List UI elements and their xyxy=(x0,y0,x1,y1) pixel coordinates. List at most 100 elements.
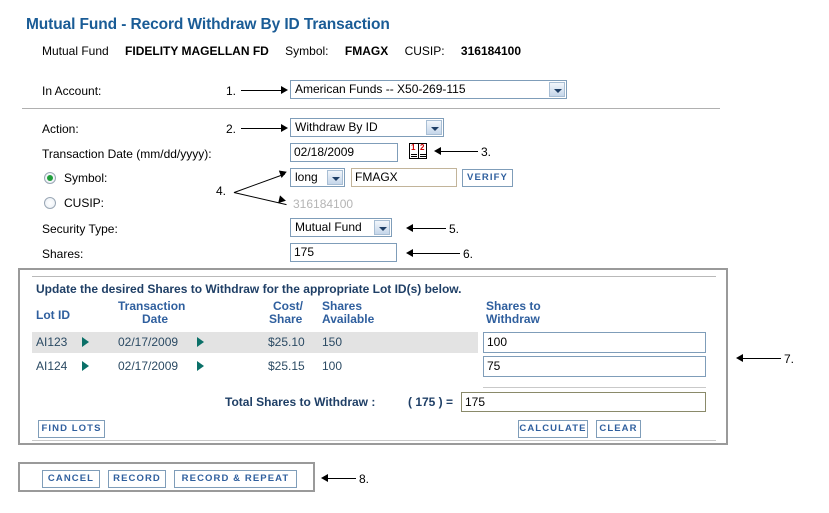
annotation-6-label: 6. xyxy=(463,247,474,261)
annotation-1-label: 1. xyxy=(226,84,237,98)
position-type-value: long xyxy=(295,170,318,184)
position-type-select[interactable]: long xyxy=(290,168,345,187)
col-header-cost-share-1: Cost/ xyxy=(273,299,303,313)
security-type-select[interactable]: Mutual Fund xyxy=(290,218,392,237)
panel-bottom-divider xyxy=(32,440,716,441)
transaction-date-input[interactable]: 02/18/2009 xyxy=(290,143,398,162)
annotation-4-label: 4. xyxy=(216,184,227,198)
table-row: AI124 xyxy=(36,359,68,373)
chevron-down-icon[interactable] xyxy=(426,120,442,135)
col-header-transaction-date-2: Date xyxy=(142,312,169,326)
symbol-radio[interactable] xyxy=(44,172,56,184)
cusip-radio[interactable] xyxy=(44,197,56,209)
col-header-shares-available-2: Available xyxy=(322,312,375,326)
annotation-3-arrowhead xyxy=(434,147,441,155)
col-header-shares-to-withdraw-2: Withdraw xyxy=(486,312,540,326)
table-row: 02/17/2009 xyxy=(118,335,179,349)
account-select-value: American Funds -- X50-269-115 xyxy=(295,82,466,96)
security-type-label: Security Type: xyxy=(42,222,118,236)
fund-summary-line: Mutual Fund FIDELITY MAGELLAN FD Symbol:… xyxy=(42,44,521,58)
table-row: $25.15 xyxy=(268,359,305,373)
annotation-7-line xyxy=(743,358,781,359)
find-lots-button[interactable]: FIND LOTS xyxy=(38,420,105,438)
annotation-2-line xyxy=(241,128,282,129)
annotation-6-arrowhead xyxy=(406,249,413,257)
account-select[interactable]: American Funds -- X50-269-115 xyxy=(290,80,567,99)
action-select[interactable]: Withdraw By ID xyxy=(290,118,444,137)
annotation-5-line xyxy=(413,228,446,229)
annotation-6-line xyxy=(413,253,460,254)
lot-panel-instruction: Update the desired Shares to Withdraw fo… xyxy=(36,282,462,296)
transaction-date-label: Transaction Date (mm/dd/yyyy): xyxy=(42,147,212,161)
cusip-value: 316184100 xyxy=(460,44,521,58)
annotation-7-label: 7. xyxy=(784,352,795,366)
col-header-transaction-date-1: Transaction xyxy=(118,299,186,313)
annotation-3-line xyxy=(441,151,478,152)
calendar-digit-left: 1 xyxy=(411,143,416,152)
total-shares-input[interactable]: 175 xyxy=(461,392,706,412)
section-divider-1 xyxy=(22,108,720,109)
symbol-value: FMAGX xyxy=(344,44,389,58)
symbol-input[interactable]: FMAGX xyxy=(351,168,457,187)
annotation-2-arrowhead xyxy=(281,124,288,132)
table-row: 02/17/2009 xyxy=(118,359,179,373)
annotation-4-line-upper xyxy=(234,173,286,193)
annotation-8-arrowhead xyxy=(321,474,328,482)
calendar-icon[interactable]: 1 2 xyxy=(409,143,427,159)
annotation-3-label: 3. xyxy=(481,145,492,159)
table-row: $25.10 xyxy=(268,335,305,349)
table-row: AI123 xyxy=(36,335,68,349)
page-title: Mutual Fund - Record Withdraw By ID Tran… xyxy=(26,16,390,33)
annotation-8-line xyxy=(328,478,356,479)
col-header-lot-id: Lot ID xyxy=(36,308,70,322)
panel-top-divider xyxy=(32,276,716,277)
cancel-button[interactable]: CANCEL xyxy=(42,470,100,488)
annotation-7-arrowhead xyxy=(736,354,743,362)
action-select-value: Withdraw By ID xyxy=(295,120,378,134)
annotation-4-arrowhead-upper xyxy=(278,168,289,178)
fund-label: Mutual Fund xyxy=(42,44,109,58)
annotation-1-arrowhead xyxy=(281,86,288,94)
in-account-label: In Account: xyxy=(42,84,102,98)
cusip-label: CUSIP: xyxy=(404,44,445,58)
symbol-label: Symbol: xyxy=(285,44,329,58)
col-header-shares-to-withdraw-1: Shares to xyxy=(486,299,541,313)
record-button[interactable]: RECORD xyxy=(108,470,166,488)
record-and-repeat-button[interactable]: RECORD & REPEAT xyxy=(174,470,297,488)
chevron-down-icon[interactable] xyxy=(549,82,565,97)
fund-name: FIDELITY MAGELLAN FD xyxy=(125,44,269,58)
lot-panel: Update the desired Shares to Withdraw fo… xyxy=(18,268,728,445)
expand-triangle-icon[interactable] xyxy=(82,337,89,347)
calculate-button[interactable]: CALCULATE xyxy=(518,420,588,438)
security-type-value: Mutual Fund xyxy=(295,220,362,234)
expand-triangle-icon[interactable] xyxy=(197,337,204,347)
total-separator xyxy=(483,387,706,388)
chevron-down-icon[interactable] xyxy=(327,170,343,185)
shares-label: Shares: xyxy=(42,247,84,261)
calendar-digit-right: 2 xyxy=(420,143,425,152)
action-bar: CANCEL RECORD RECORD & REPEAT xyxy=(18,462,315,492)
verify-button[interactable]: VERIFY xyxy=(462,169,513,187)
shares-to-withdraw-input[interactable]: 75 xyxy=(483,356,706,377)
annotation-8-label: 8. xyxy=(359,472,370,486)
expand-triangle-icon[interactable] xyxy=(197,361,204,371)
annotation-1-line xyxy=(241,90,282,91)
table-row: 100 xyxy=(322,359,343,373)
clear-button[interactable]: CLEAR xyxy=(596,420,641,438)
expand-triangle-icon[interactable] xyxy=(82,361,89,371)
symbol-radio-label: Symbol: xyxy=(64,171,108,185)
annotation-5-label: 5. xyxy=(449,222,460,236)
table-row: 150 xyxy=(322,335,343,349)
action-label: Action: xyxy=(42,122,79,136)
shares-to-withdraw-input[interactable]: 100 xyxy=(483,332,706,353)
shares-input[interactable]: 175 xyxy=(290,243,397,262)
cusip-radio-label: CUSIP: xyxy=(64,196,105,210)
total-label: Total Shares to Withdraw : xyxy=(225,395,376,409)
col-header-cost-share-2: Share xyxy=(269,312,303,326)
chevron-down-icon[interactable] xyxy=(374,220,390,235)
annotation-2-label: 2. xyxy=(226,122,237,136)
table-row-highlight xyxy=(32,332,478,353)
annotation-5-arrowhead xyxy=(406,224,413,232)
cusip-disabled-value: 316184100 xyxy=(293,197,354,211)
